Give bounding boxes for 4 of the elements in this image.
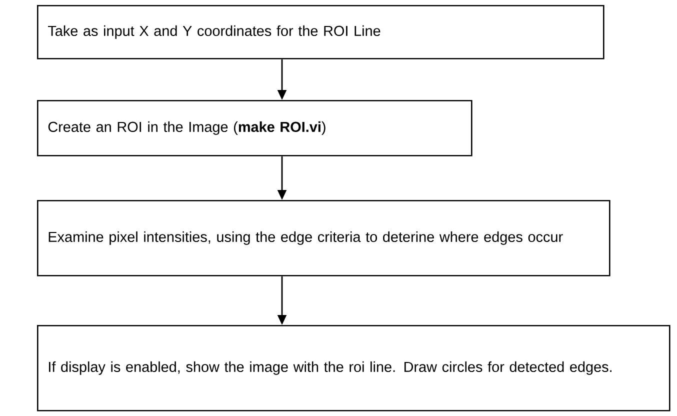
process-box: Examine pixel intensities, using the edge criteria to deterine where edges occur: [37, 200, 610, 276]
process-box: Take as input X and Y coordinates for the ROI Line: [37, 5, 604, 60]
process-box: Create an ROI in the Image (make ROI.vi): [37, 100, 472, 156]
process-box: If display is enabled, show the image with the roi line. Draw circles for detected edges.: [37, 325, 670, 412]
